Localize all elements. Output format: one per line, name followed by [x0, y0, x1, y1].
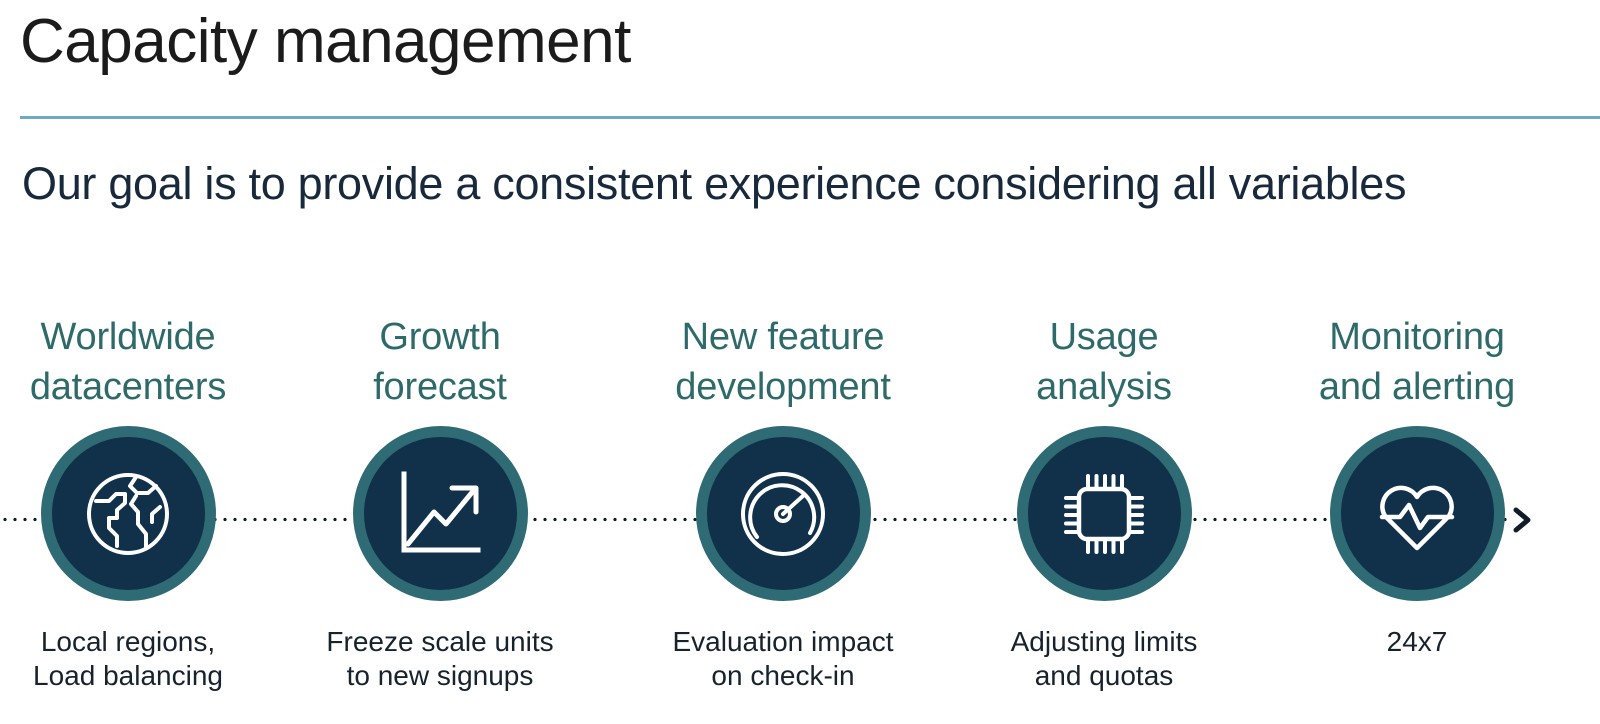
cpu-chip-icon [1064, 473, 1144, 554]
timeline-step-monitoring-and-alerting[interactable]: Monitoring and alerting 24x7 [1272, 312, 1562, 659]
step-heading: Monitoring and alerting [1318, 316, 1516, 409]
step-icon-badge[interactable] [1016, 426, 1192, 602]
step-icon-badge[interactable] [1329, 426, 1505, 602]
timeline-step-usage-analysis[interactable]: Usage analysis Adjusting limits and quot… [959, 312, 1249, 694]
heart-pulse-icon [1379, 485, 1455, 551]
timeline-step-growth-forecast[interactable]: Growth forecast Freeze scale units to ne… [295, 312, 585, 694]
page-subtitle: Our goal is to provide a consistent expe… [22, 158, 1407, 209]
step-icon-badge[interactable] [352, 426, 528, 602]
globe-icon [87, 472, 169, 555]
step-heading: Worldwide datacenters [29, 316, 227, 409]
timeline-step-worldwide-datacenters[interactable]: Worldwide datacenters Local regions, Loa… [0, 312, 273, 694]
step-heading: New feature development [675, 316, 891, 409]
step-heading: Growth forecast [373, 316, 507, 409]
page-title: Capacity management [20, 7, 631, 76]
title-divider [20, 116, 1600, 119]
step-heading: Usage analysis [1036, 316, 1172, 409]
trending-up-chart-icon [401, 471, 481, 553]
step-caption: Freeze scale units to new signups [326, 626, 554, 692]
step-icon-badge[interactable] [695, 426, 871, 602]
gauge-icon [741, 471, 825, 556]
step-caption: Adjusting limits and quotas [1010, 626, 1198, 692]
timeline-step-new-feature-development[interactable]: New feature development Evaluation impac… [638, 312, 928, 694]
step-icon-badge[interactable] [40, 426, 216, 602]
step-caption: Local regions, Load balancing [33, 626, 223, 692]
chevron-right-icon [1513, 507, 1531, 533]
step-caption: Evaluation impact on check-in [672, 626, 894, 692]
step-caption: 24x7 [1386, 626, 1448, 658]
